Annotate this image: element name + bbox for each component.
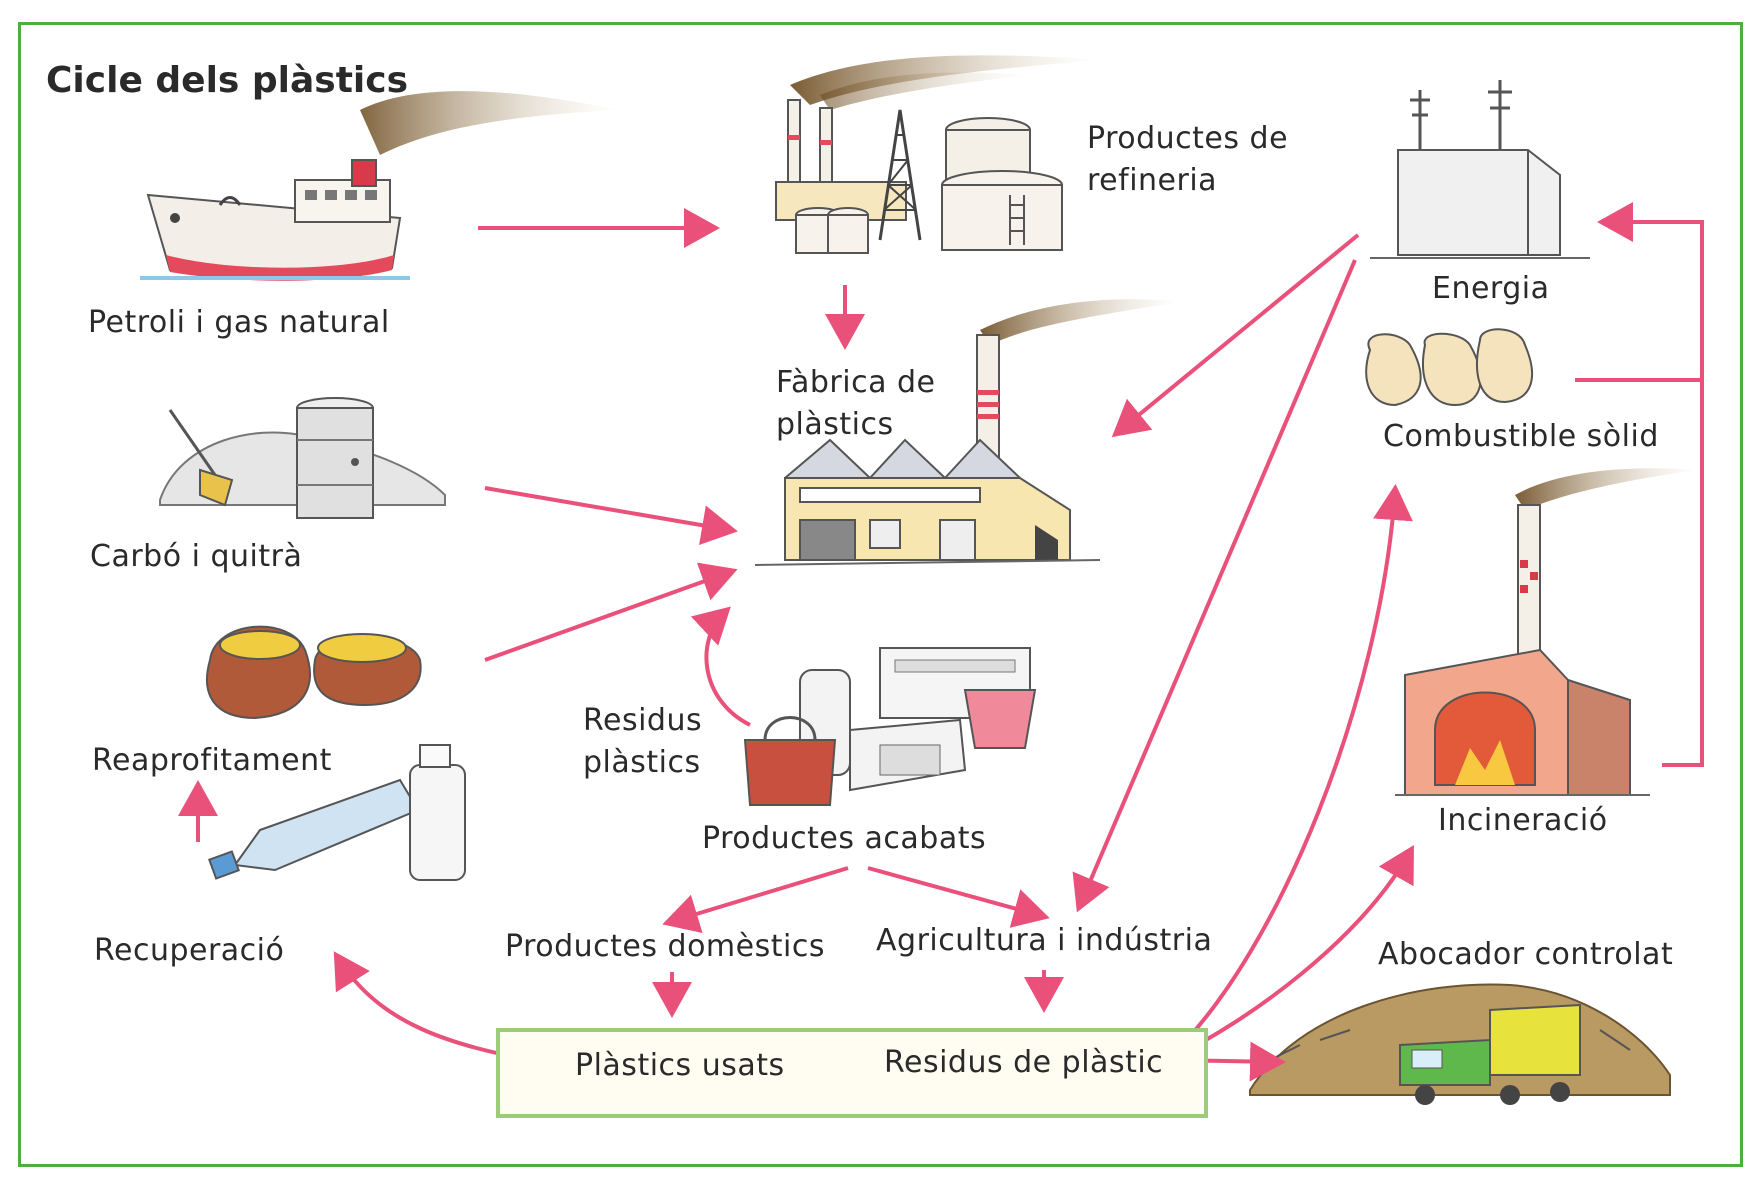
arrow-reaprofitament-to-fabrica xyxy=(484,562,738,662)
label-recuperacio: Recuperació xyxy=(94,933,285,968)
label-residus-1: Residus xyxy=(583,703,703,738)
incinerator-icon xyxy=(1395,468,1700,796)
label-productes-refineria-1: Productes de xyxy=(1087,121,1289,156)
arrow-incineracio-combustible-to-energia xyxy=(1575,220,1704,767)
label-abocador: Abocador controlat xyxy=(1378,937,1674,972)
label-combustible: Combustible sòlid xyxy=(1383,419,1659,454)
coal-barrel-icon xyxy=(159,397,446,519)
recycled-sacks-icon xyxy=(206,625,422,720)
label-domestics: Productes domèstics xyxy=(505,929,825,964)
label-petroli: Petroli i gas natural xyxy=(88,305,390,340)
label-residus-2: plàstics xyxy=(583,745,701,780)
label-fabrica-2: plàstics xyxy=(776,407,894,442)
arrow-residus-to-fabrica xyxy=(690,606,751,727)
arrow-residus-to-combustible xyxy=(1170,484,1413,1057)
landfill-truck-icon xyxy=(1249,983,1671,1105)
arrow-acabats-to-domestics xyxy=(662,866,849,934)
label-residus-plastic: Residus de plàstic xyxy=(884,1045,1164,1080)
label-plastics-usats: Plàstics usats xyxy=(575,1048,785,1083)
factory-icon xyxy=(754,299,1180,566)
power-plant-icon xyxy=(1370,80,1590,259)
fuel-sacks-icon xyxy=(1365,328,1534,407)
label-agricultura: Agricultura i indústria xyxy=(876,923,1213,958)
arrow-carbo-to-fabrica xyxy=(484,486,738,545)
arrow-energia-to-fabrica xyxy=(1111,233,1360,438)
label-energia: Energia xyxy=(1432,271,1550,306)
arrow-acabats-to-agricultura xyxy=(867,866,1050,928)
label-fabrica-1: Fàbrica de xyxy=(776,365,936,400)
label-carbo: Carbó i quitrà xyxy=(90,539,303,574)
bottles-icon xyxy=(208,744,466,881)
page-title: Cicle dels plàstics xyxy=(46,60,409,101)
label-reaprofitament: Reaprofitament xyxy=(92,743,332,778)
label-productes-refineria-2: refineria xyxy=(1087,163,1218,198)
arrow-energia-to-agricultura xyxy=(1072,259,1357,913)
ship-icon xyxy=(140,91,620,281)
refinery-icon xyxy=(775,55,1100,254)
label-productes-acabats: Productes acabats xyxy=(702,821,987,856)
label-incineracio: Incineració xyxy=(1438,803,1608,838)
used-plastics-box xyxy=(496,1028,1208,1118)
finished-products-icon xyxy=(743,647,1037,806)
